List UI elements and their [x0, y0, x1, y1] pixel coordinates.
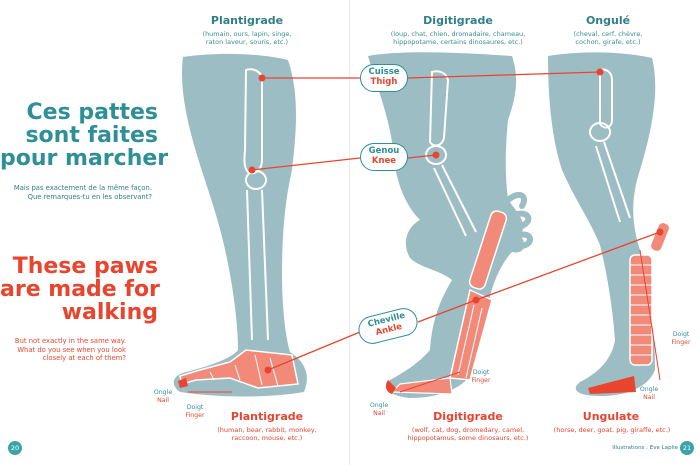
finger-brackets [188, 249, 661, 393]
body-en: But not exactly in the same way. What do… [14, 337, 126, 362]
digitigrade-examples-fr: (loup, chat, chien, dromadaire, chameau,… [390, 30, 526, 46]
plantigrade-finger-label: Doigt Finger [185, 404, 205, 419]
joint-dots [248, 68, 664, 374]
page-gutter [349, 0, 351, 465]
thigh-bubble: Cuisse Thigh [360, 64, 408, 92]
digitigrade-title-fr: Digitigrade [423, 14, 493, 27]
page-number-left: 20 [8, 441, 22, 455]
connector-lines [251, 71, 661, 371]
page-number-right: 21 [680, 441, 694, 455]
plantigrade-title-en: Plantigrade [230, 410, 304, 423]
plantigrade-examples-en: (human, bear, rabbit, monkey, raccoon, m… [217, 426, 317, 442]
ungulate-finger-label: Doigt Finger [671, 331, 691, 346]
digitigrade-title-en: Digitigrade [433, 410, 503, 423]
ungulate-title-fr: Ongulé [585, 14, 631, 27]
plantigrade-title-fr: Plantigrade [210, 14, 284, 27]
headline-fr: Ces pattes sont faites pour marcher [0, 100, 169, 171]
ungulate-examples-fr: (cheval, cerf, chèvre, cochon, girafe, e… [573, 30, 643, 46]
headline-en: These paws are made for walking [0, 254, 160, 325]
plantigrade-examples-fr: (humain, ours, lapin, singe, raton laveu… [202, 30, 292, 46]
knee-bubble: Genou Knee [360, 143, 408, 171]
ungulate-examples-en: (horse, deer, goat, pig, giraffe, etc.) [553, 426, 671, 434]
ungulate-leg [548, 52, 671, 396]
digitigrade-leg [368, 52, 533, 398]
ungulate-nail-label: Ongle Nail [639, 386, 659, 401]
ungulate-title-en: Ungulate [582, 410, 640, 423]
digitigrade-finger-label: Doigt Finger [471, 369, 491, 384]
plantigrade-nail-label: Ongle Nail [153, 389, 173, 404]
body-fr: Mais pas exactement de la même façon. Qu… [13, 184, 152, 201]
illustration-credit: Illustrations : Eve Laplie [612, 445, 678, 451]
digitigrade-nail-label: Ongle Nail [369, 402, 389, 417]
plantigrade-leg [173, 53, 307, 397]
digitigrade-examples-en: (wolf, cat, dog, dromedary, camel, hippo… [407, 426, 529, 442]
